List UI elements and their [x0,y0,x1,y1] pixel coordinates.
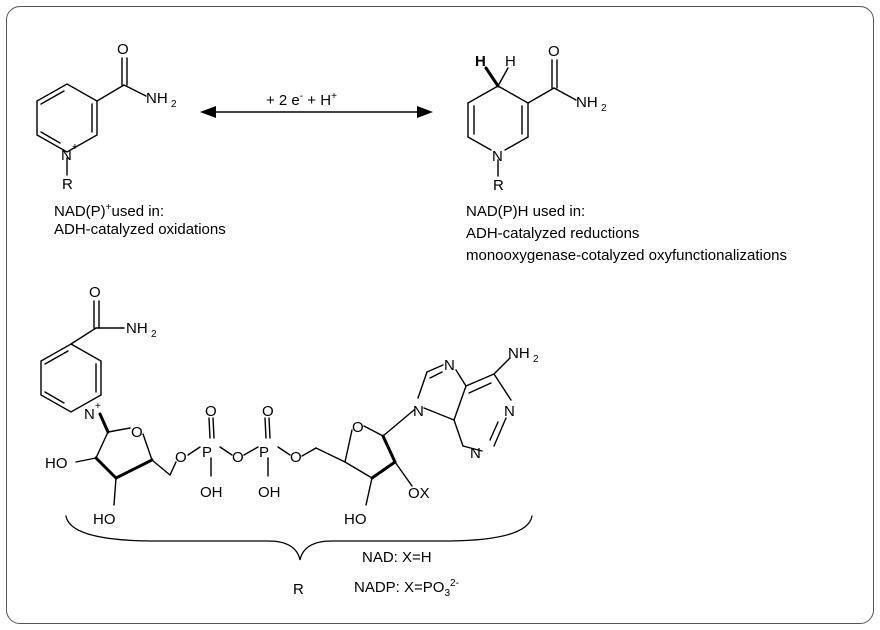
atom-n-bottom: N [84,406,95,423]
atom-oh-p1: OH [200,484,223,501]
atom-o-p2: O [262,403,274,420]
reaction-label: + 2 e- + H+ [266,87,337,111]
reaction-label-electrons: + 2 e [266,92,300,109]
brace-r-label: R [293,581,304,598]
atom-ho-2prime: HO [45,455,68,472]
atom-n-charge-bottom: + [95,401,101,412]
atom-o-ribose-left: O [131,424,143,441]
atom-n-right: N [492,148,503,165]
left-caption-used-in: used in: [111,203,165,220]
atom-o-link2: O [232,449,244,466]
atom-o-left: O [117,41,129,58]
atom-h-bold: H [475,53,486,70]
atom-nh-sub-bottom: 2 [151,329,157,340]
reaction-label-proton-charge: + [331,91,337,102]
atom-n7: N [444,357,455,374]
atom-ho-3prime-right: HO [344,511,367,528]
left-caption-line1: NAD(P)+used in: [54,198,164,222]
atom-p2: P [259,444,269,461]
atom-o-link3: O [290,449,302,466]
nadp-definition-charge: 2- [450,578,459,589]
atom-o-bottom-amide: O [89,284,101,301]
nadp-definition: NADP: X=PO32- [354,574,459,604]
atom-r-right: R [493,177,504,194]
atom-n-charge-left: + [72,142,78,153]
right-caption-line3: monooxygenase-cotalyzed oxyfunctionaliza… [466,247,788,264]
nad-full-structure [40,300,533,561]
atom-o-right: O [548,43,560,60]
right-caption-line2: ADH-catalyzed reductions [466,225,640,242]
atom-n3: N [470,445,481,462]
atom-ox: OX [408,485,430,502]
nadp-definition-text: NADP: X=PO [354,579,445,596]
reaction-label-electron-charge: - [299,91,304,102]
atom-oh-p2: OH [258,484,281,501]
atom-nh-right: NH [576,94,598,111]
atom-nh-sub-adenine: 2 [533,354,539,365]
atom-nh-bottom: NH [126,320,148,337]
equilibrium-arrow [200,106,433,118]
nadp-definition-subscript: 3 [444,588,451,599]
reaction-label-proton: + H [303,92,332,109]
figure-frame [6,6,874,624]
left-caption-line2: ADH-catalyzed oxidations [54,221,226,238]
right-caption-line1: NAD(P)H used in: [466,203,586,220]
left-caption-name: NAD(P) [54,203,106,220]
atom-nh-sub-right: 2 [601,103,607,114]
atom-o-p1: O [205,403,217,420]
atom-n-left: N [61,147,72,164]
nad-definition: NAD: X=H [362,549,432,566]
atom-nh-left: NH [146,90,168,107]
left-caption-charge: + [105,202,112,213]
atom-ho-3prime: HO [93,511,116,528]
atom-r-left: R [62,176,73,193]
atom-n1: N [504,403,515,420]
atom-h-right: H [505,53,516,70]
nadp-plus-structure [36,57,147,176]
atom-o-ribose-right: O [352,419,364,436]
atom-nh-adenine: NH [508,345,530,362]
atom-o-link1: O [175,449,187,466]
atom-nh-sub-left: 2 [171,99,177,110]
atom-p1: P [202,444,212,461]
nadph-structure [467,59,577,177]
atom-n9: N [413,403,424,420]
atom-labels: O NH 2 N + R H H O NH 2 N R O NH 2 N + O… [45,41,607,528]
